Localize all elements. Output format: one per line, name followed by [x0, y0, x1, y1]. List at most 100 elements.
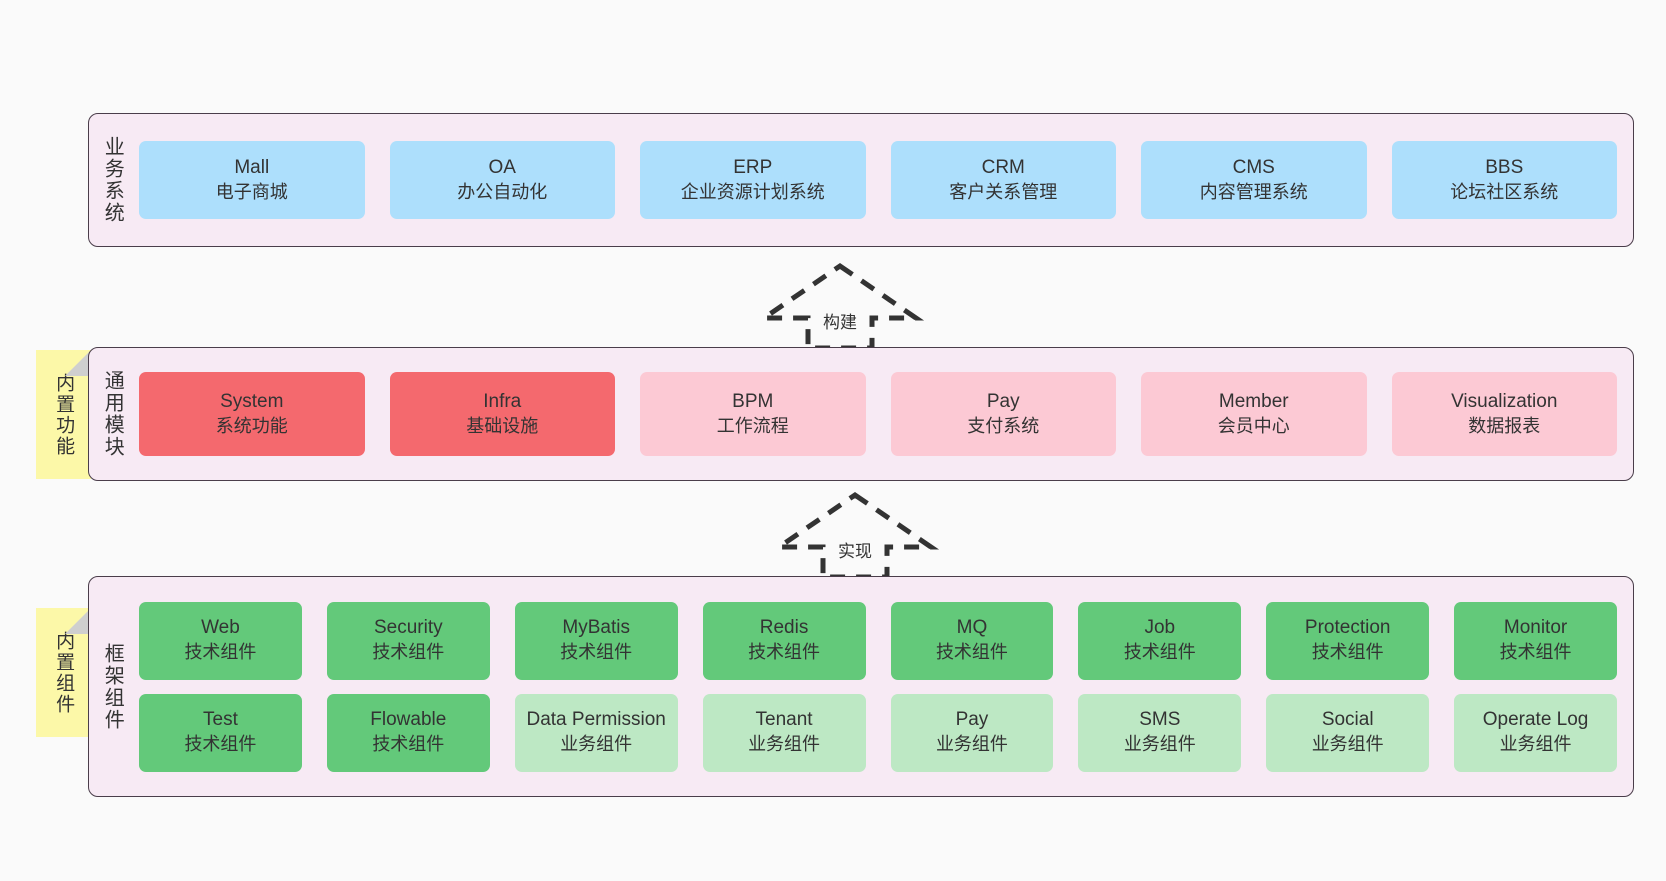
- card-mall[interactable]: Mall 电子商城: [139, 141, 365, 219]
- card-title: Tenant: [755, 709, 813, 731]
- card-subtitle: 业务组件: [1123, 734, 1196, 755]
- card-title: System: [220, 390, 284, 412]
- card-title: BPM: [732, 390, 774, 412]
- card-title: SMS: [1139, 709, 1181, 731]
- layer-common-modules: 通用模块 System 系统功能 Infra 基础设施 BPM 工作流程 Pay…: [88, 347, 1634, 481]
- note-builtin-components: 内置组件: [36, 608, 91, 737]
- card-bbs[interactable]: BBS 论坛社区系统: [1391, 141, 1617, 219]
- card-title: Protection: [1304, 617, 1391, 639]
- card-subtitle: 工作流程: [716, 415, 789, 436]
- card-row: Test 技术组件 Flowable 技术组件 Data Permission …: [139, 693, 1617, 772]
- card-subtitle: 技术组件: [184, 734, 257, 755]
- card-title: Monitor: [1503, 617, 1568, 639]
- card-title: BBS: [1485, 156, 1524, 178]
- card-title: Redis: [759, 617, 809, 639]
- card-subtitle: 支付系统: [967, 415, 1040, 436]
- layer-title-business-systems: 业务系统: [101, 136, 124, 224]
- card-title: Visualization: [1451, 390, 1558, 412]
- note-builtin-functions: 内置功能: [36, 350, 91, 479]
- card-subtitle: 技术组件: [372, 734, 445, 755]
- card-bpm[interactable]: BPM 工作流程: [640, 372, 866, 456]
- card-title: Job: [1144, 617, 1176, 639]
- card-subtitle: 内容管理系统: [1199, 181, 1308, 202]
- layer-title-common-modules: 通用模块: [101, 370, 124, 458]
- card-visualization[interactable]: Visualization 数据报表: [1391, 372, 1617, 456]
- card-subtitle: 业务组件: [1311, 734, 1384, 755]
- card-crm[interactable]: CRM 客户关系管理: [890, 141, 1116, 219]
- card-pay-component[interactable]: Pay 业务组件: [890, 693, 1054, 772]
- connector-build-label: 构建: [823, 313, 857, 332]
- card-title: Social: [1321, 709, 1374, 731]
- card-title: Operate Log: [1482, 709, 1589, 731]
- card-pay-module[interactable]: Pay 支付系统: [890, 372, 1116, 456]
- card-title: CMS: [1232, 156, 1275, 178]
- card-title: ERP: [733, 156, 773, 178]
- card-sms[interactable]: SMS 业务组件: [1078, 693, 1242, 772]
- card-row: Web 技术组件 Security 技术组件 MyBatis 技术组件 Redi…: [139, 601, 1617, 680]
- card-subtitle: 业务组件: [935, 734, 1008, 755]
- card-title: Mall: [234, 156, 270, 178]
- card-subtitle: 论坛社区系统: [1450, 181, 1559, 202]
- layer-business-systems: 业务系统 Mall 电子商城 OA 办公自动化 ERP 企业资源计划系统 CRM…: [88, 113, 1634, 247]
- card-title: MQ: [956, 617, 988, 639]
- card-oa[interactable]: OA 办公自动化: [389, 141, 615, 219]
- card-member[interactable]: Member 会员中心: [1141, 372, 1367, 456]
- card-protection[interactable]: Protection 技术组件: [1266, 601, 1430, 680]
- card-infra[interactable]: Infra 基础设施: [389, 372, 615, 456]
- card-data-permission[interactable]: Data Permission 业务组件: [514, 693, 678, 772]
- card-subtitle: 会员中心: [1217, 415, 1290, 436]
- card-subtitle: 技术组件: [184, 642, 257, 663]
- card-title: Flowable: [370, 709, 447, 731]
- card-title: Security: [373, 617, 443, 639]
- card-mq[interactable]: MQ 技术组件: [890, 601, 1054, 680]
- card-web[interactable]: Web 技术组件: [139, 601, 302, 680]
- card-title: Web: [201, 617, 240, 639]
- card-row: System 系统功能 Infra 基础设施 BPM 工作流程 Pay 支付系统…: [139, 372, 1617, 456]
- card-erp[interactable]: ERP 企业资源计划系统: [640, 141, 866, 219]
- layer-body-common-modules: System 系统功能 Infra 基础设施 BPM 工作流程 Pay 支付系统…: [135, 348, 1633, 480]
- card-system[interactable]: System 系统功能: [139, 372, 365, 456]
- layer-title-framework-components: 框架组件: [101, 642, 124, 731]
- card-title: Pay: [955, 709, 989, 731]
- card-redis[interactable]: Redis 技术组件: [702, 601, 866, 680]
- card-social[interactable]: Social 业务组件: [1266, 693, 1430, 772]
- layer-body-framework-components: Web 技术组件 Security 技术组件 MyBatis 技术组件 Redi…: [135, 577, 1633, 796]
- note-label: 内置组件: [53, 630, 75, 715]
- card-subtitle: 企业资源计划系统: [680, 181, 825, 202]
- card-subtitle: 技术组件: [1123, 642, 1196, 663]
- card-cms[interactable]: CMS 内容管理系统: [1141, 141, 1367, 219]
- card-subtitle: 技术组件: [1311, 642, 1384, 663]
- card-subtitle: 客户关系管理: [949, 181, 1058, 202]
- layer-body-business-systems: Mall 电子商城 OA 办公自动化 ERP 企业资源计划系统 CRM 客户关系…: [135, 114, 1633, 246]
- card-title: CRM: [981, 156, 1025, 178]
- card-title: Test: [203, 709, 238, 731]
- card-test[interactable]: Test 技术组件: [139, 693, 302, 772]
- card-operate-log[interactable]: Operate Log 业务组件: [1454, 693, 1617, 772]
- card-subtitle: 基础设施: [466, 415, 539, 436]
- card-monitor[interactable]: Monitor 技术组件: [1454, 601, 1617, 680]
- card-subtitle: 技术组件: [372, 642, 445, 663]
- card-subtitle: 数据报表: [1468, 415, 1541, 436]
- connector-build-arrow: 构建: [755, 262, 925, 351]
- card-title: MyBatis: [562, 617, 630, 639]
- card-tenant[interactable]: Tenant 业务组件: [702, 693, 866, 772]
- card-flowable[interactable]: Flowable 技术组件: [326, 693, 490, 772]
- connector-implement-arrow: 实现: [770, 491, 940, 580]
- card-security[interactable]: Security 技术组件: [326, 601, 490, 680]
- card-subtitle: 技术组件: [1499, 642, 1572, 663]
- card-title: Data Permission: [526, 709, 666, 731]
- card-subtitle: 业务组件: [748, 734, 821, 755]
- card-subtitle: 技术组件: [935, 642, 1008, 663]
- card-row: Mall 电子商城 OA 办公自动化 ERP 企业资源计划系统 CRM 客户关系…: [139, 141, 1617, 219]
- layer-framework-components: 框架组件 Web 技术组件 Security 技术组件 MyBatis 技术组件…: [88, 576, 1634, 797]
- card-job[interactable]: Job 技术组件: [1078, 601, 1242, 680]
- card-subtitle: 业务组件: [1499, 734, 1572, 755]
- card-title: Member: [1218, 390, 1289, 412]
- card-subtitle: 系统功能: [215, 415, 288, 436]
- card-mybatis[interactable]: MyBatis 技术组件: [514, 601, 678, 680]
- card-title: Pay: [986, 390, 1020, 412]
- card-subtitle: 电子商城: [215, 181, 288, 202]
- card-subtitle: 业务组件: [560, 734, 633, 755]
- note-label: 内置功能: [53, 372, 75, 457]
